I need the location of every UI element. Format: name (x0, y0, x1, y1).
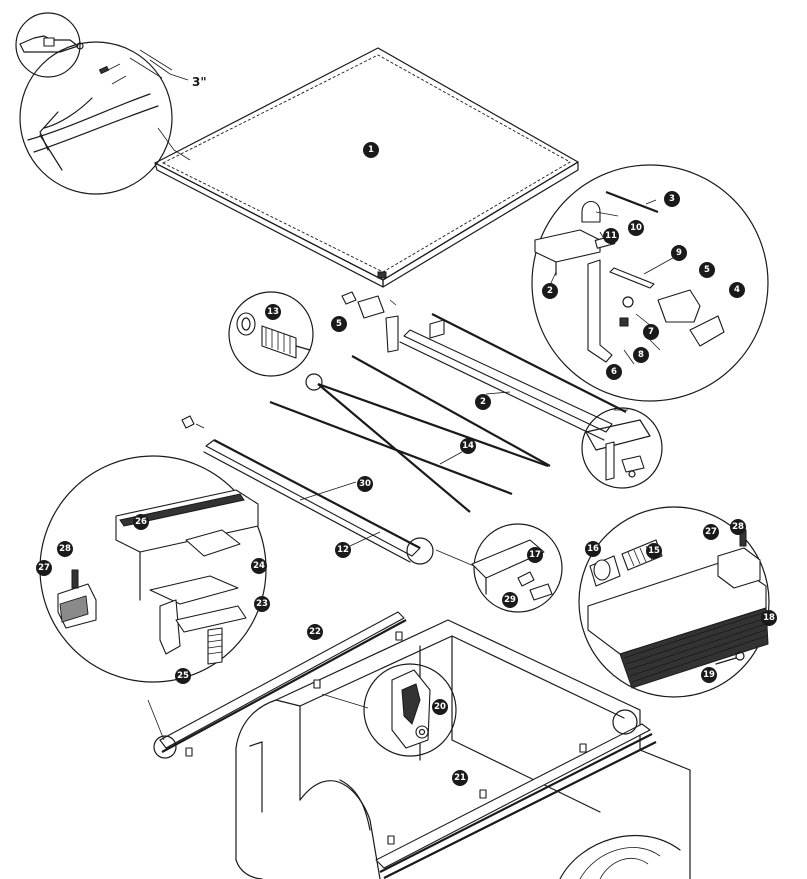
callout-21: 21 (452, 770, 468, 786)
callout-10: 10 (628, 220, 644, 236)
callout-15: 15 (646, 543, 662, 559)
svg-text:26: 26 (135, 517, 147, 527)
callout-12: 12 (335, 542, 351, 558)
callout-9: 9 (671, 245, 687, 261)
callout-2b: 2 (475, 394, 491, 410)
callout-16: 16 (585, 541, 601, 557)
callout-17: 17 (527, 547, 543, 563)
svg-text:13: 13 (267, 307, 279, 317)
svg-text:5: 5 (336, 319, 342, 329)
svg-text:1: 1 (368, 145, 374, 155)
callout-4: 4 (729, 282, 745, 298)
cover-tarp (154, 47, 579, 288)
svg-text:24: 24 (253, 561, 265, 571)
svg-text:4: 4 (734, 285, 740, 295)
callout-11: 11 (603, 228, 619, 244)
svg-text:16: 16 (587, 544, 599, 554)
svg-text:22: 22 (309, 627, 321, 637)
callout-22: 22 (307, 624, 323, 640)
callout-27b: 27 (703, 524, 719, 540)
side-rail-2 (399, 313, 627, 441)
svg-text:8: 8 (638, 350, 644, 360)
svg-text:11: 11 (605, 231, 617, 241)
svg-text:15: 15 (648, 546, 660, 556)
callout-25: 25 (175, 668, 191, 684)
svg-text:27: 27 (705, 527, 717, 537)
svg-text:14: 14 (462, 441, 474, 451)
dimension-3-inch: 3" (192, 75, 207, 89)
clamp-assembly-detail (39, 455, 267, 683)
svg-text:2: 2 (547, 286, 553, 296)
svg-text:12: 12 (337, 545, 349, 555)
svg-text:2: 2 (480, 397, 486, 407)
callout-23: 23 (254, 596, 270, 612)
callout-18: 18 (761, 610, 777, 626)
svg-text:3: 3 (669, 194, 675, 204)
latch-hardware-detail (531, 164, 769, 402)
svg-text:30: 30 (359, 479, 371, 489)
rail-end-detail (581, 407, 663, 489)
callout-19: 19 (701, 667, 717, 683)
svg-text:23: 23 (256, 599, 268, 609)
callout-3: 3 (664, 191, 680, 207)
truck-bed (153, 611, 691, 879)
callout-13: 13 (265, 304, 281, 320)
svg-text:25: 25 (177, 671, 189, 681)
rail-end-clip-detail (471, 523, 563, 613)
callout-28a: 28 (57, 541, 73, 557)
svg-text:10: 10 (630, 223, 642, 233)
callout-6: 6 (606, 364, 622, 380)
cover-corner-detail: 3" (15, 12, 207, 195)
upper-hardware (341, 291, 445, 353)
svg-text:28: 28 (59, 544, 71, 554)
svg-text:7: 7 (648, 327, 654, 337)
svg-text:28: 28 (732, 522, 744, 532)
svg-text:18: 18 (763, 613, 775, 623)
svg-text:20: 20 (434, 702, 446, 712)
cross-bows (269, 355, 551, 513)
svg-text:27: 27 (38, 563, 50, 573)
callout-7: 7 (643, 324, 659, 340)
callout-20: 20 (432, 699, 448, 715)
svg-text:29: 29 (504, 595, 516, 605)
svg-text:5: 5 (704, 265, 710, 275)
callout-8: 8 (633, 347, 649, 363)
callout-5b: 5 (331, 316, 347, 332)
callout-27a: 27 (36, 560, 52, 576)
callout-14: 14 (460, 438, 476, 454)
svg-text:6: 6 (611, 367, 617, 377)
callout-29: 29 (502, 592, 518, 608)
callout-24: 24 (251, 558, 267, 574)
svg-text:17: 17 (529, 550, 541, 560)
rail-bracket-detail (363, 663, 457, 757)
tailgate-seal-detail (578, 506, 770, 698)
bow-end-detail (228, 291, 323, 391)
callout-26: 26 (133, 514, 149, 530)
callout-1: 1 (363, 142, 379, 158)
svg-text:19: 19 (703, 670, 715, 680)
side-rail-12 (181, 415, 434, 565)
callout-5a: 5 (699, 262, 715, 278)
svg-text:21: 21 (454, 773, 466, 783)
callout-28b: 28 (730, 519, 746, 535)
callout-2a: 2 (542, 283, 558, 299)
callout-30: 30 (357, 476, 373, 492)
svg-text:9: 9 (676, 248, 682, 258)
